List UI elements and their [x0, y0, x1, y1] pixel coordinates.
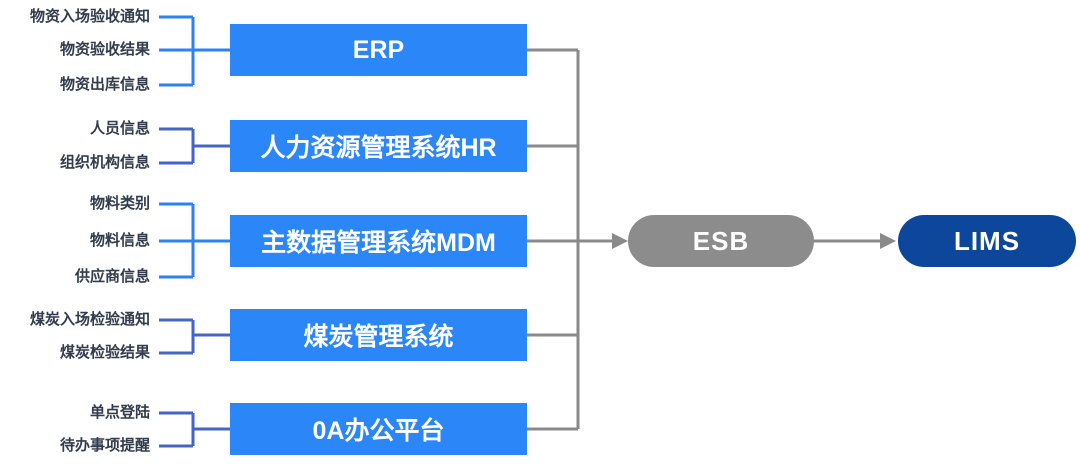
input-label-oa-1: 单点登陆	[89, 404, 150, 421]
input-label-coal-1: 煤炭入场检验通知	[29, 311, 150, 328]
arrowhead-to-esb	[612, 233, 628, 249]
arrowhead-to-lims	[880, 233, 896, 249]
input-label-oa-2: 待办事项提醒	[59, 437, 150, 454]
input-label-mdm-2: 物料信息	[89, 232, 150, 249]
input-label-hr-2: 组织机构信息	[59, 154, 150, 171]
system-box-oa: 0A办公平台	[230, 403, 527, 455]
input-label-erp-2: 物资验收结果	[59, 41, 150, 58]
lims-node: LIMS	[898, 215, 1076, 267]
system-box-coal: 煤炭管理系统	[230, 309, 527, 361]
input-label-erp-1: 物资入场验收通知	[29, 8, 150, 25]
bracket-hr-inputs	[159, 127, 230, 165]
input-label-mdm-1: 物料类别	[89, 195, 150, 212]
system-box-mdm: 主数据管理系统MDM	[230, 215, 527, 267]
input-label-erp-3: 物资出库信息	[59, 76, 150, 93]
input-label-coal-2: 煤炭检验结果	[59, 344, 150, 361]
system-box-erp: ERP	[230, 24, 527, 76]
bracket-coal-inputs	[159, 318, 230, 355]
esb-node: ESB	[628, 215, 814, 267]
input-label-mdm-3: 供应商信息	[74, 268, 150, 285]
bracket-erp-inputs	[159, 15, 230, 87]
input-label-hr-1: 人员信息	[89, 120, 150, 137]
bracket-mdm-inputs	[159, 202, 230, 279]
bracket-oa-inputs	[159, 411, 230, 448]
system-box-hr: 人力资源管理系统HR	[230, 120, 527, 172]
bus-lines	[527, 48, 612, 431]
